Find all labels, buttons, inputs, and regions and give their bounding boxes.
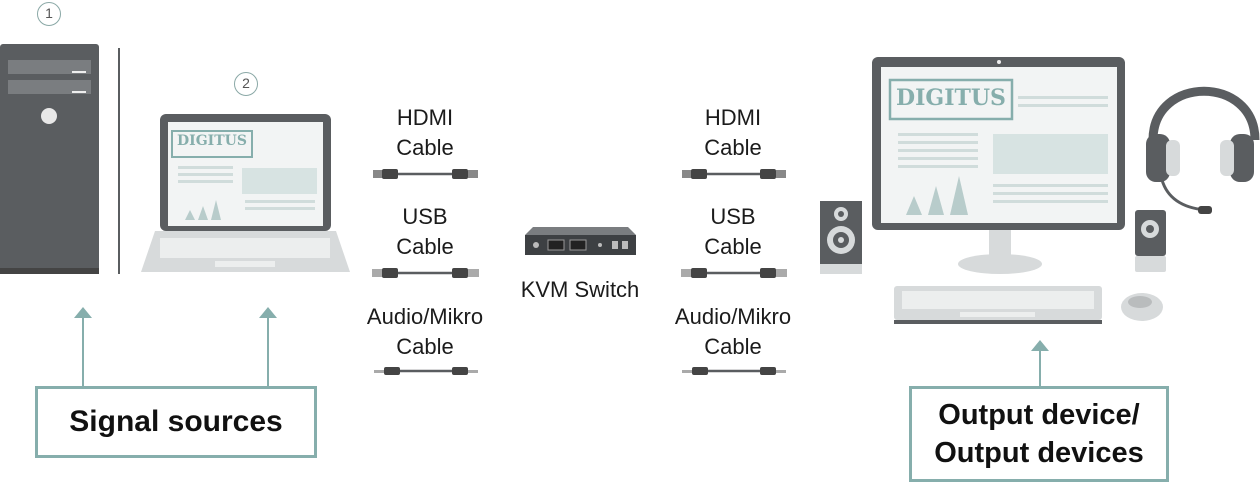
keyboard-icon [894,286,1102,324]
arrow-up-icon [259,307,277,387]
hdmi-cable-label: HDMI Cable [396,105,454,160]
kvm-switch-icon [525,227,636,255]
arrow-up-icon [1031,340,1049,387]
hdmi-cable-icon [682,169,786,179]
audio-cable-label: Audio/Mikro Cable [366,304,484,359]
output-devices-box: Output device/ Output devices [909,386,1169,482]
marker-1: 1 [37,2,61,26]
audio-cable-icon [682,367,786,375]
usb-cable-icon [681,268,787,278]
audio-cable-label: Audio/Mikro Cable [674,304,792,359]
webcam-icon [1135,210,1166,272]
kvm-switch-label: KVM Switch [520,277,640,302]
laptop-brand-logo: DIGITUS [177,133,247,149]
usb-cable-icon [372,268,479,278]
signal-sources-label: Signal sources [69,405,283,438]
arrow-up-icon [74,307,92,387]
monitor-icon [872,57,1125,274]
monitor-brand-logo: DIGITUS [896,85,1006,111]
audio-cable-icon [374,367,478,375]
mouse-icon [1121,293,1163,321]
tower-pc-icon [0,44,99,274]
usb-cable-label: USB Cable [396,204,454,259]
hdmi-cable-label: HDMI Cable [704,105,762,160]
speaker-icon [820,201,862,274]
laptop-icon [141,114,350,272]
usb-cable-label: USB Cable [704,204,762,259]
hdmi-cable-icon [373,169,478,179]
headset-icon [1146,86,1260,214]
marker-2: 2 [234,72,258,96]
output-devices-label: Output device/ Output devices [934,399,1144,469]
signal-sources-box: Signal sources [35,386,317,458]
